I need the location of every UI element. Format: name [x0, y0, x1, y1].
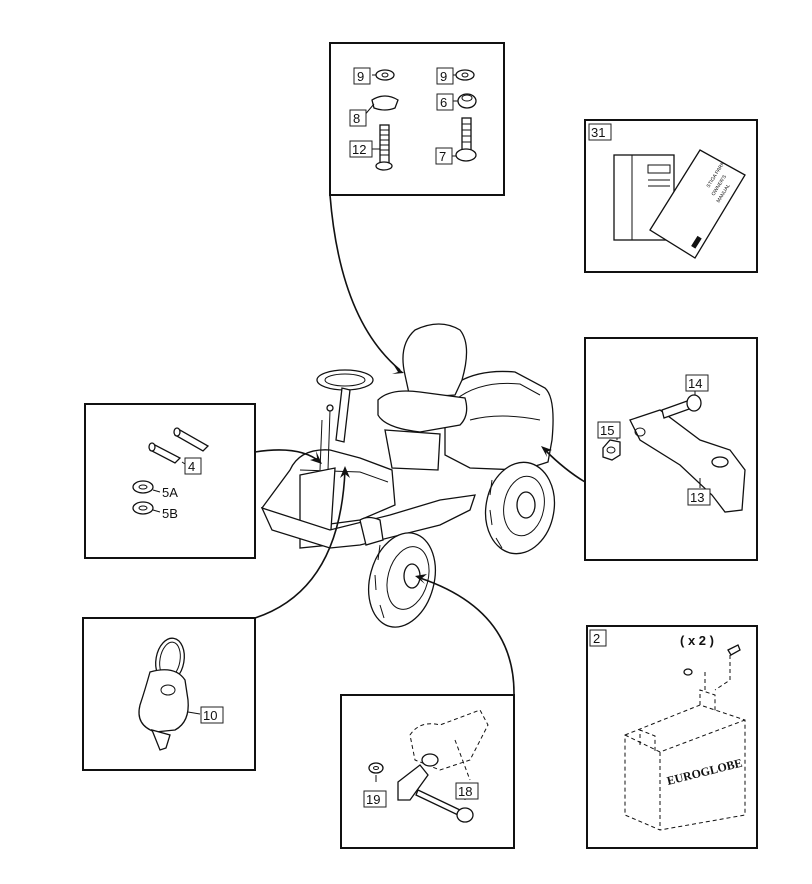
callout-9b: 9 [436, 67, 454, 85]
callout-8: 8 [349, 109, 367, 127]
callout-15: 15 [597, 421, 621, 439]
leader-lines [254, 194, 586, 696]
panel-axle-bolt [340, 694, 515, 849]
callout-14: 14 [685, 374, 709, 392]
svg-text:14: 14 [688, 376, 702, 391]
panel-pins [84, 403, 256, 559]
ignition-key [138, 637, 201, 751]
svg-text:5A: 5A [162, 485, 178, 500]
callout-2: 2 [589, 629, 607, 647]
callout-9a: 9 [353, 67, 371, 85]
panel-battery [586, 625, 758, 849]
svg-text:7: 7 [439, 149, 446, 164]
svg-text:10: 10 [203, 708, 217, 723]
svg-text:18: 18 [458, 784, 472, 799]
svg-text:6: 6 [440, 95, 447, 110]
callout-12: 12 [349, 140, 373, 158]
svg-text:19: 19 [366, 792, 380, 807]
svg-text:5B: 5B [162, 506, 178, 521]
svg-text:15: 15 [600, 423, 614, 438]
svg-text:4: 4 [188, 459, 195, 474]
svg-text:13: 13 [690, 490, 704, 505]
callout-6: 6 [436, 93, 454, 111]
axle-parts [368, 709, 489, 823]
svg-text:9: 9 [440, 69, 447, 84]
pin-parts [132, 427, 210, 515]
callout-5b: 5B [162, 506, 178, 521]
callout-19: 19 [363, 790, 387, 808]
svg-text:9: 9 [357, 69, 364, 84]
seat-bolt-parts [362, 69, 477, 171]
callout-10: 10 [200, 706, 224, 724]
svg-text:31: 31 [591, 125, 605, 140]
callout-5a: 5A [162, 485, 178, 500]
callout-4: 4 [184, 457, 202, 475]
quantity-label: ( x 2 ) [680, 633, 714, 648]
callout-18: 18 [455, 782, 479, 800]
callout-31: 31 [588, 123, 612, 141]
svg-text:8: 8 [353, 111, 360, 126]
callout-7: 7 [435, 147, 453, 165]
tractor-illustration [260, 323, 556, 628]
callout-13: 13 [687, 488, 711, 506]
svg-text:12: 12 [352, 142, 366, 157]
owners-manual: STIGA PARK OWNER'S MANUAL [613, 149, 746, 259]
svg-text:2: 2 [593, 631, 600, 646]
